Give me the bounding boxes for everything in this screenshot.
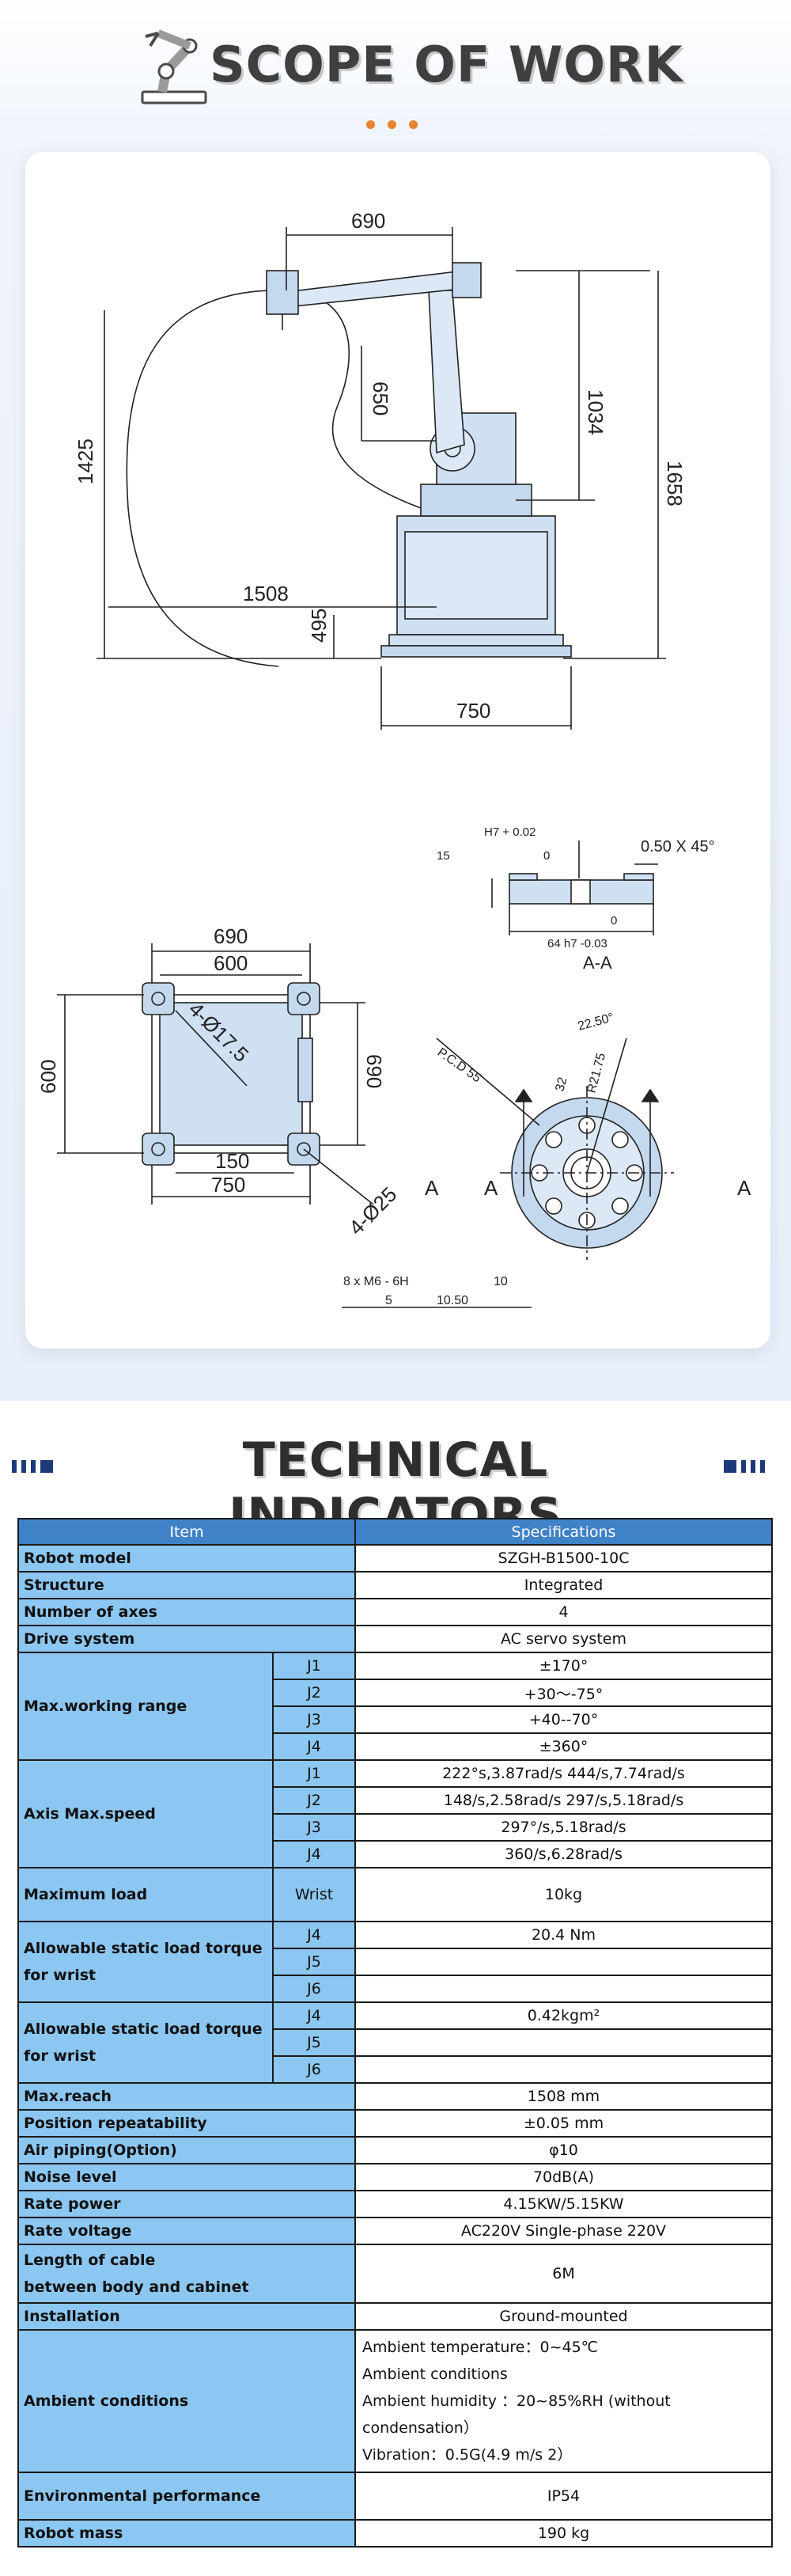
dim-1658: 1658 xyxy=(663,461,687,506)
table-row: J2+30～-75° xyxy=(18,1679,773,1707)
table-row: Ambient conditions Ambient temperature：0… xyxy=(17,2329,773,2473)
dim-600-left: 600 xyxy=(36,1060,60,1094)
dim-1508: 1508 xyxy=(243,582,289,605)
dim-495: 495 xyxy=(307,609,331,643)
title-bars-left xyxy=(12,1458,58,1474)
scope-header: SCOPE OF WORK xyxy=(0,16,791,104)
dim-chamfer: 0.50 X 45° xyxy=(641,838,715,856)
technical-drawing: 690 650 1034 1658 1425 1508 495 750 H7 +… xyxy=(36,209,751,1308)
section-mark-a: A xyxy=(425,1176,439,1200)
dim-690-base: 690 xyxy=(214,924,248,948)
section-aa: A-A xyxy=(583,953,612,973)
dim-690-right: 690 xyxy=(362,1054,386,1088)
dim-1034: 1034 xyxy=(584,389,607,435)
dim-600-base: 600 xyxy=(214,951,248,975)
dim-1425: 1425 xyxy=(74,438,97,484)
flange-angle: 22.50° xyxy=(577,1011,615,1033)
flange-depth-b: 10.50 xyxy=(437,1294,468,1307)
dim-64: 64 h7 -0.03 xyxy=(547,937,607,950)
robot-arm-icon xyxy=(141,29,207,104)
dim-650: 650 xyxy=(369,381,392,415)
table-row: J6 xyxy=(18,1975,773,2003)
flange-mark-a-right: A xyxy=(737,1176,751,1200)
table-row: J5 xyxy=(18,2028,773,2057)
table-row: J3+40--70° xyxy=(18,1705,773,1734)
flange-thread: 8 x M6 - 6H xyxy=(343,1275,409,1288)
table-row: Air piping(Option)φ10 xyxy=(17,2136,773,2164)
flange-mark-a-left: A xyxy=(484,1176,498,1200)
tol-h7: H7 + 0.02 xyxy=(484,825,536,839)
table-row: J6 xyxy=(18,2055,773,2084)
scope-title: SCOPE OF WORK xyxy=(210,36,683,93)
scope-section: SCOPE OF WORK xyxy=(0,0,791,1401)
title-bars-right xyxy=(724,1458,770,1474)
dim-zero-b: 0 xyxy=(611,914,617,928)
title-dots xyxy=(360,117,431,129)
header-spec: Specifications xyxy=(354,1518,773,1546)
dim-15: 15 xyxy=(437,849,450,863)
dim-150: 150 xyxy=(215,1149,249,1173)
dim-zero-a: 0 xyxy=(543,849,550,863)
table-row: Position repeatability±0.05 mm xyxy=(17,2109,773,2138)
table-row: J4±360° xyxy=(18,1732,773,1761)
drawing-card: 690 650 1034 1658 1425 1508 495 750 H7 +… xyxy=(25,152,770,1349)
flange-pin: 5 xyxy=(385,1294,392,1307)
flange-radius: R21.75 xyxy=(585,1052,608,1095)
tech-header: TECHNICAL INDICATORS xyxy=(0,1432,791,1543)
dim-750-base: 750 xyxy=(211,1173,245,1197)
flange-depth-a: 10 xyxy=(494,1275,508,1288)
flange-32: 32 xyxy=(553,1076,570,1093)
table-row: J5 xyxy=(18,1948,773,1976)
table-header: Item Specifications xyxy=(17,1518,773,1546)
header-item: Item xyxy=(17,1518,356,1546)
dim-690-top: 690 xyxy=(351,209,385,233)
flange-pcd: P.C.D 55 xyxy=(435,1045,483,1085)
dim-750-side: 750 xyxy=(456,699,490,723)
holes-25: 4-Ø25 xyxy=(344,1182,401,1239)
